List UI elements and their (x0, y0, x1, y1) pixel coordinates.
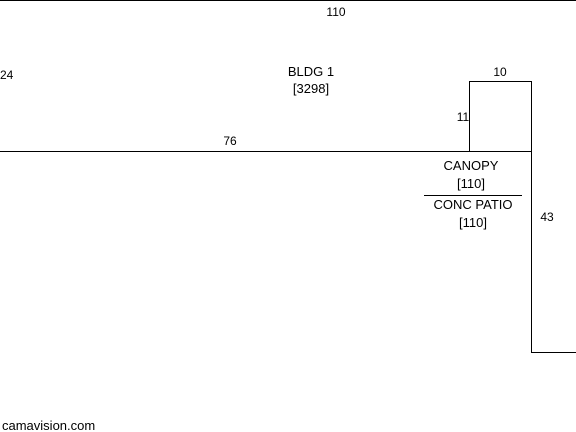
dimension-bottom-main: 76 (223, 134, 237, 148)
dimension-top: 110 (326, 5, 345, 19)
bldg1-area: [3298] (293, 81, 329, 96)
dimension-canopy-width: 10 (493, 65, 507, 79)
patio-area: [110] (459, 215, 487, 230)
bldg1-label: BLDG 1 (288, 64, 334, 79)
canopy-area: [110] (457, 176, 485, 191)
dimension-left: 24 (0, 68, 14, 82)
canopy-outline (469, 81, 532, 152)
canopy-label: CANOPY (444, 158, 499, 173)
patio-outline (531, 151, 576, 353)
source-footer: camavision.com (2, 418, 95, 432)
patio-label: CONC PATIO (434, 197, 513, 212)
dimension-canopy-height: 11 (457, 110, 470, 124)
dimension-right-side: 43 (540, 210, 554, 224)
